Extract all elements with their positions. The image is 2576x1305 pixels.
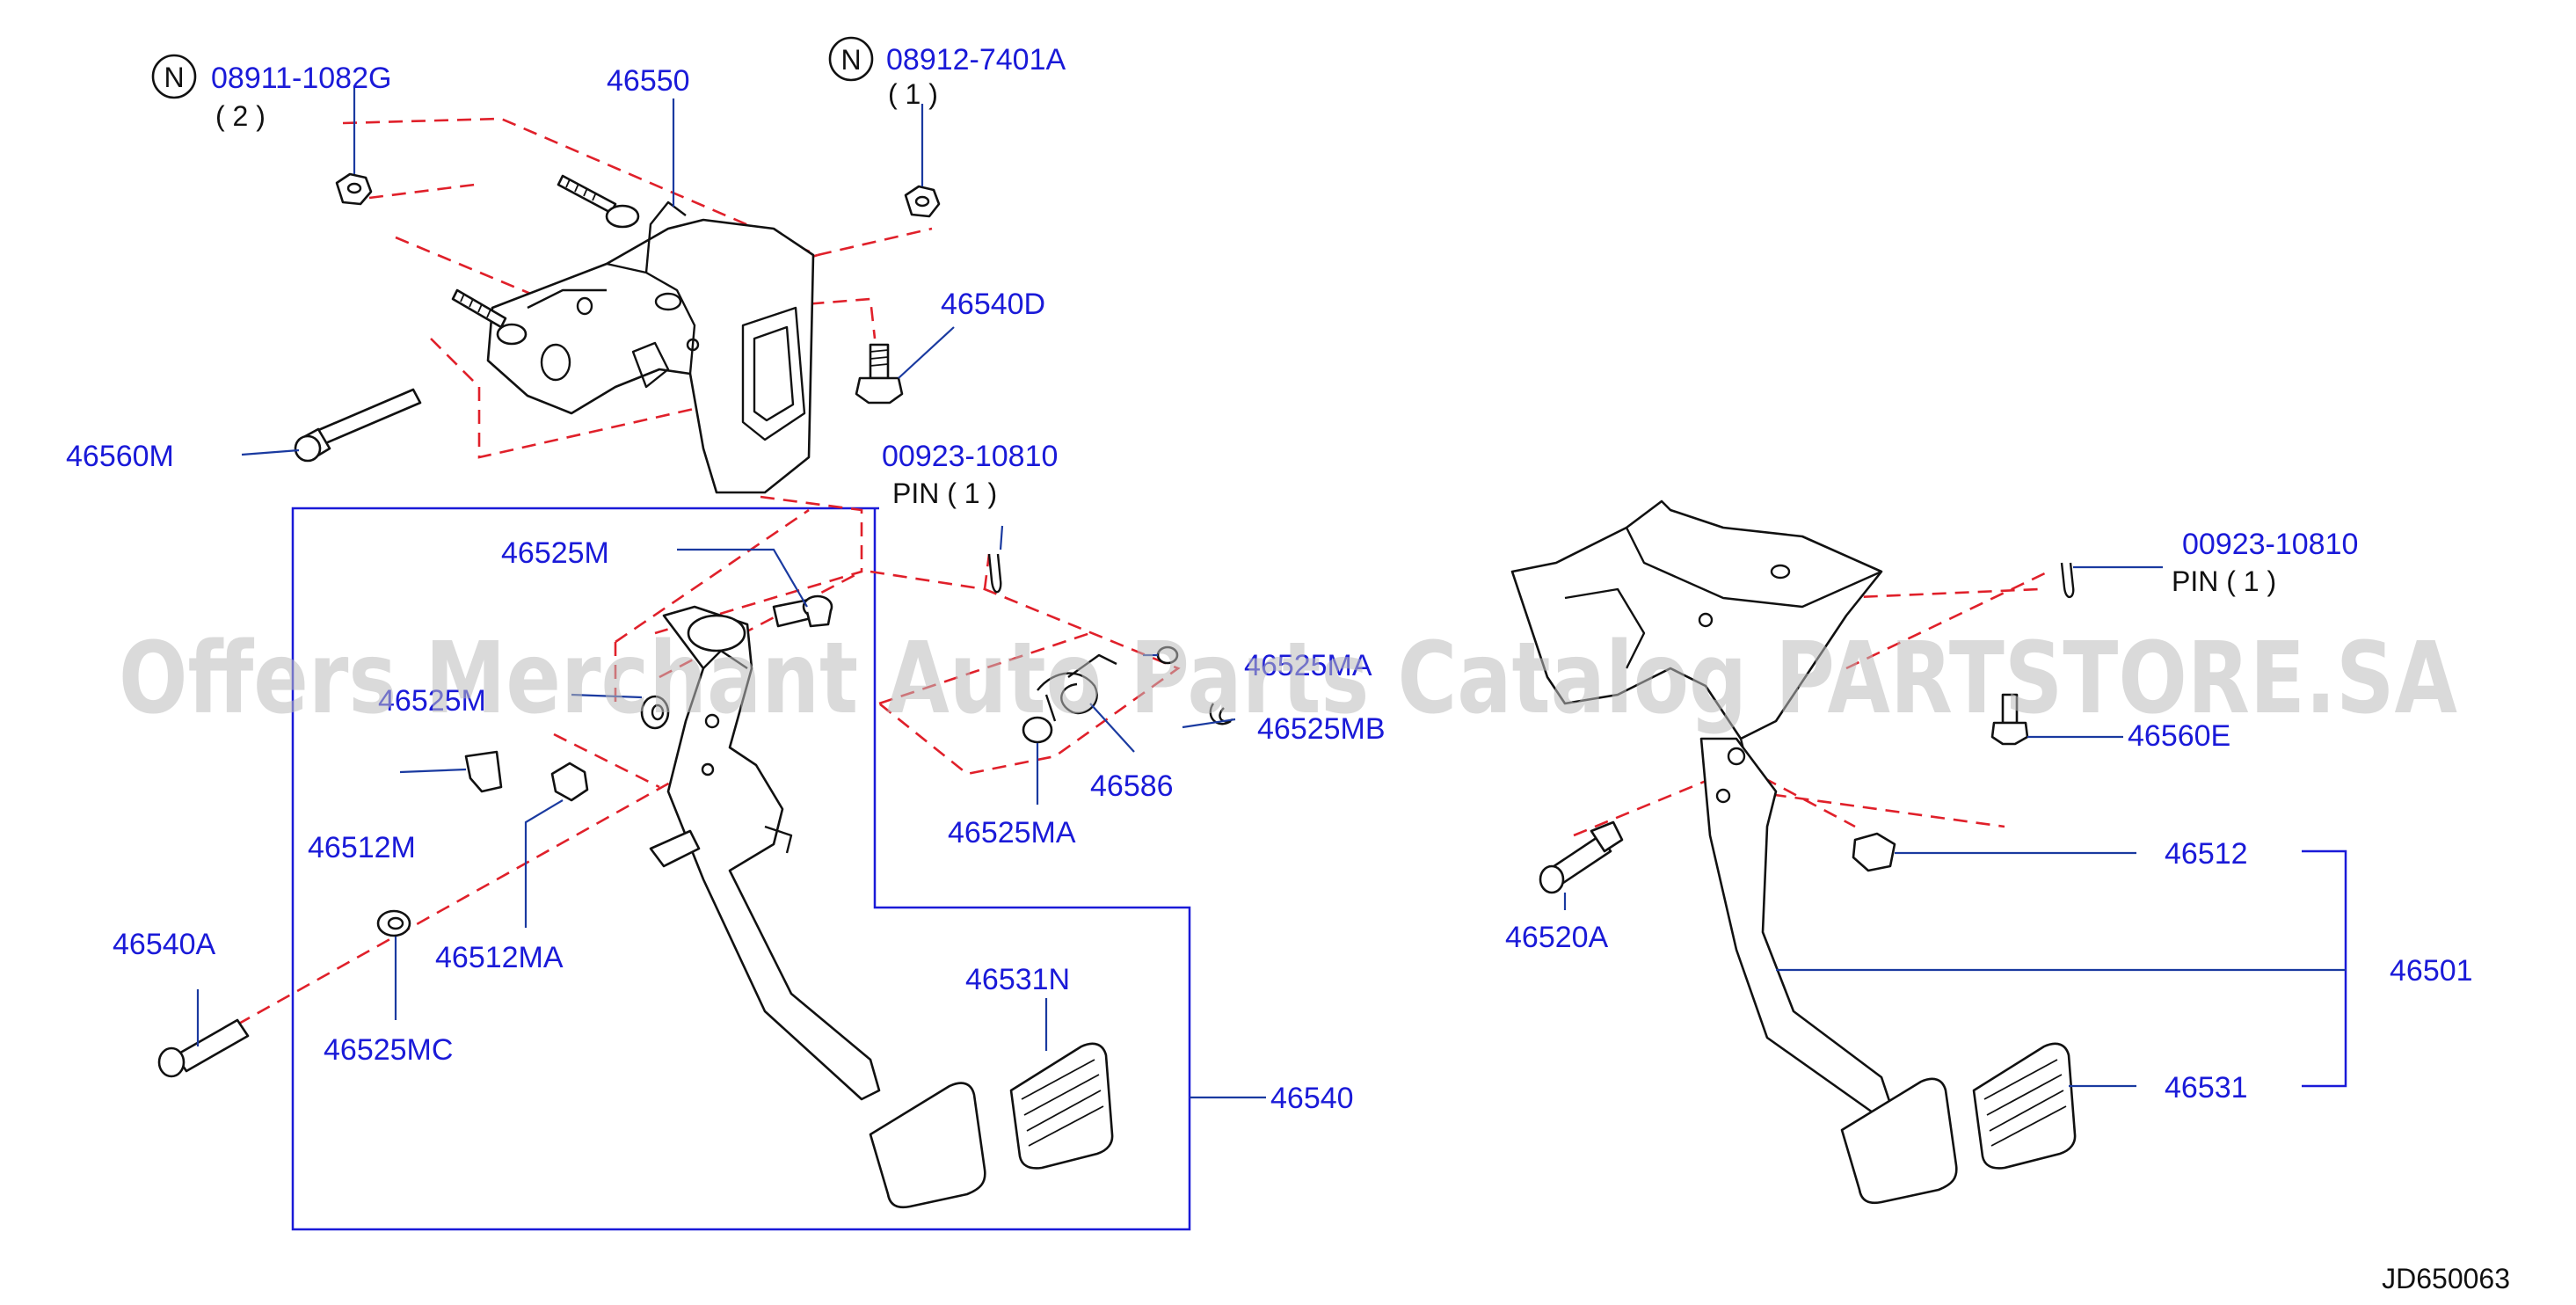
label-bolt-a[interactable]: 46540A xyxy=(113,928,216,961)
label-pad-n[interactable]: 46531N xyxy=(965,963,1070,996)
bushing-46525m-top xyxy=(802,594,833,628)
label-bush-ma-right[interactable]: 46525MA xyxy=(1244,649,1372,682)
label-bush-m-top[interactable]: 46525M xyxy=(501,536,609,570)
bolt-46520a xyxy=(1539,820,1624,894)
pedal-pad-right xyxy=(1840,1077,1958,1205)
leader-lines xyxy=(196,88,2346,1099)
qty-nut-left: ( 2 ) xyxy=(215,100,266,132)
label-pedal-assy-right[interactable]: 46501 xyxy=(2390,954,2473,988)
label-bush-ma-low[interactable]: 46525MA xyxy=(948,816,1076,849)
diagram-code: JD650063 xyxy=(2382,1263,2510,1294)
bushing-46525m-mid xyxy=(640,695,670,730)
bolt-46540d xyxy=(855,343,904,405)
stopper-46512 xyxy=(1852,832,1896,872)
spring-46586 xyxy=(1037,653,1117,722)
n-symbol-left-text: N xyxy=(164,62,184,93)
pedal-pad-46531 xyxy=(1972,1042,2077,1170)
group-bracket-right xyxy=(2302,849,2347,1088)
label-nut-right[interactable]: 08912-7401A xyxy=(886,43,1066,77)
pin-right xyxy=(2060,562,2075,599)
bushing-46525mc xyxy=(376,909,411,937)
label-bracket[interactable]: 46550 xyxy=(607,64,690,98)
label-stopper[interactable]: 46512 xyxy=(2165,837,2248,871)
pedal-bracket-right xyxy=(1510,499,1883,784)
label-clip-mb[interactable]: 46525MB xyxy=(1257,712,1386,746)
qty-pin-left: PIN ( 1 ) xyxy=(892,478,997,509)
label-pin-left[interactable]: 00923-10810 xyxy=(882,440,1058,473)
label-nut-left[interactable]: 08911-1082G xyxy=(211,62,391,95)
bolt-46560m xyxy=(294,388,422,463)
label-bush-m-mid[interactable]: 46525M xyxy=(378,684,486,718)
label-bolt-d[interactable]: 46540D xyxy=(941,288,1045,321)
label-bolt-m[interactable]: 46560M xyxy=(66,440,174,473)
label-stopper-ma[interactable]: 46512MA xyxy=(435,941,564,974)
label-pin-right[interactable]: 00923-10810 xyxy=(2182,528,2358,561)
label-pad[interactable]: 46531 xyxy=(2165,1071,2248,1105)
pin-left xyxy=(987,553,1002,594)
bolt-46540a xyxy=(157,1018,250,1078)
pedal-arm-left xyxy=(649,596,881,1101)
pedal-bracket xyxy=(486,200,815,494)
label-pedal-assy-left[interactable]: 46540 xyxy=(1270,1082,1354,1115)
stopper-46512ma xyxy=(550,762,589,802)
nut-left xyxy=(335,172,373,206)
pedal-arm-right xyxy=(1699,737,1892,1114)
label-stopper-m[interactable]: 46512M xyxy=(308,831,416,864)
n-symbol-right-text: N xyxy=(840,44,861,76)
label-bush-mc[interactable]: 46525MC xyxy=(324,1033,453,1067)
bolt-46560e xyxy=(1990,693,2029,746)
bushing-46525ma-low xyxy=(1022,716,1053,744)
nut-right xyxy=(904,185,941,218)
label-bolt-e[interactable]: 46560E xyxy=(2128,719,2230,753)
label-bolt-520a[interactable]: 46520A xyxy=(1505,921,1609,954)
stopper-46512m xyxy=(464,750,503,793)
qty-pin-right: PIN ( 1 ) xyxy=(2172,565,2276,597)
n-symbol-left: N xyxy=(151,54,197,99)
watermark: Offers Merchant Auto Parts Catalog PARTS… xyxy=(119,622,2457,736)
qty-nut-right: ( 1 ) xyxy=(888,78,938,110)
group-box-left xyxy=(291,507,1191,1231)
pedal-pad-left xyxy=(869,1082,986,1209)
label-spring[interactable]: 46586 xyxy=(1090,769,1174,803)
pedal-pad-46531n xyxy=(1009,1042,1114,1170)
alignment-lines-left xyxy=(236,117,1181,1026)
n-symbol-right: N xyxy=(828,36,874,82)
bracket-studs xyxy=(451,174,640,346)
